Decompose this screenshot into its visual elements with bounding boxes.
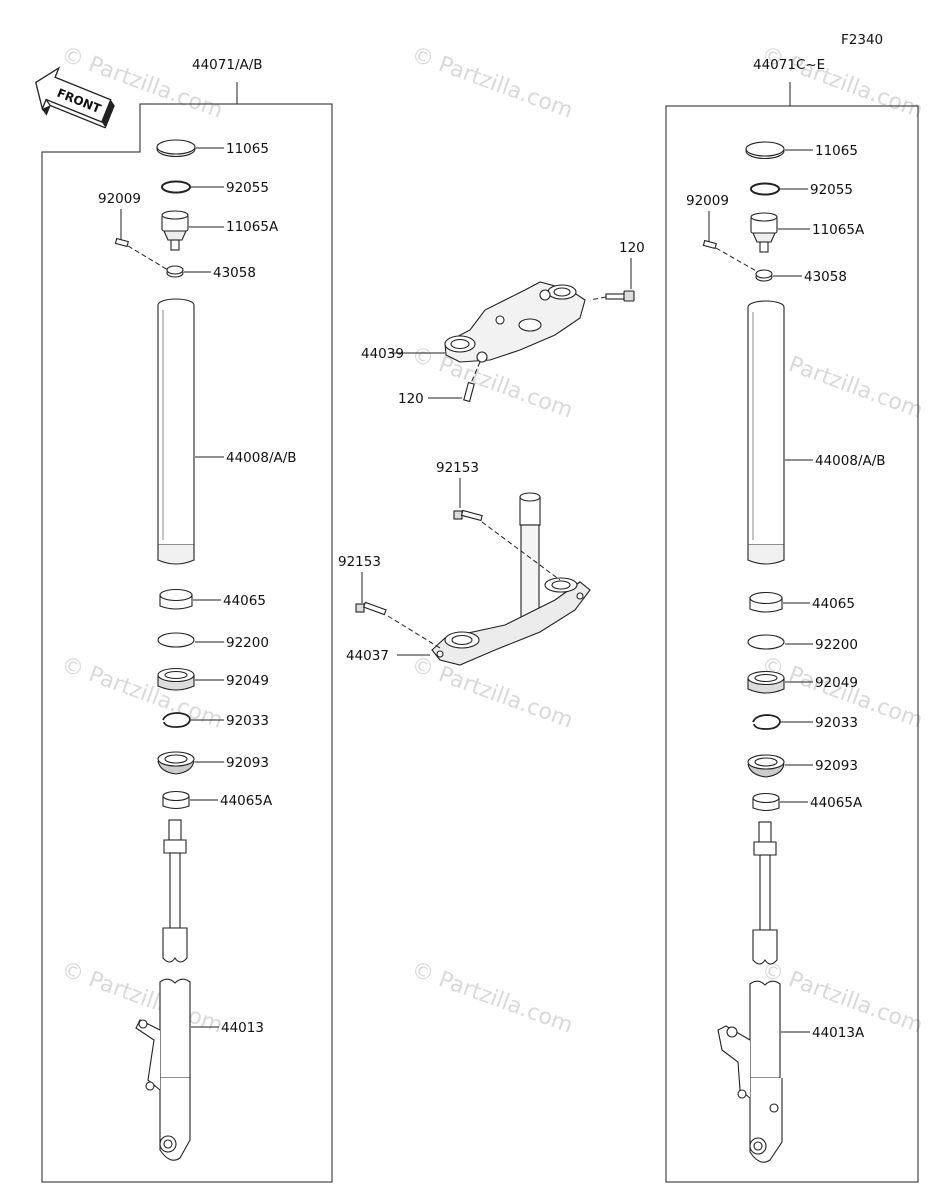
right-label-inner-tube: 44013A bbox=[812, 1025, 865, 1041]
right-label-bushing: 44065 bbox=[812, 596, 855, 612]
watermark: © Partzilla.com bbox=[408, 42, 576, 124]
left-label-oil-seal: 92049 bbox=[226, 673, 269, 689]
left-label-oring: 92055 bbox=[226, 180, 269, 196]
center-label-lower-bracket: 44037 bbox=[346, 648, 389, 664]
center-brackets: 44039 120 120 44037 92153 92153 bbox=[338, 240, 645, 666]
right-label-dust-seal: 92093 bbox=[815, 758, 858, 774]
right-assembly-title: 44071C~E bbox=[753, 57, 825, 73]
watermark: © Partzilla.com bbox=[408, 957, 576, 1039]
center-label-lower-bolt-top: 92153 bbox=[436, 460, 479, 476]
right-label-adjuster: 11065A bbox=[812, 222, 865, 238]
right-label-outer-tube: 44008/A/B bbox=[815, 453, 886, 469]
center-label-upper-bolt-bottom: 120 bbox=[398, 391, 424, 407]
left-label-inner-tube: 44013 bbox=[221, 1020, 264, 1036]
center-label-lower-bolt-left: 92153 bbox=[338, 554, 381, 570]
right-label-spacer: 92200 bbox=[815, 637, 858, 653]
left-label-retaining-ring: 92033 bbox=[226, 713, 269, 729]
left-label-washer: 43058 bbox=[213, 265, 256, 281]
right-label-bolt: 92009 bbox=[686, 193, 729, 209]
left-label-outer-tube: 44008/A/B bbox=[226, 450, 297, 466]
watermark: © Partzilla.com bbox=[58, 652, 226, 734]
left-fork-assembly: 44071/A/B 11065 92055 92009 11065A 43058 bbox=[41, 57, 333, 1183]
left-label-guide-bushing: 44065A bbox=[220, 793, 273, 809]
figure-code: F2340 bbox=[841, 32, 883, 48]
left-label-cap: 11065 bbox=[226, 141, 269, 157]
left-label-bushing: 44065 bbox=[223, 593, 266, 609]
right-label-guide-bushing: 44065A bbox=[810, 795, 863, 811]
left-assembly-title: 44071/A/B bbox=[192, 57, 263, 73]
left-label-dust-seal: 92093 bbox=[226, 755, 269, 771]
left-label-bolt: 92009 bbox=[98, 191, 141, 207]
right-label-oil-seal: 92049 bbox=[815, 675, 858, 691]
right-label-washer: 43058 bbox=[804, 269, 847, 285]
right-label-oring: 92055 bbox=[810, 182, 853, 198]
left-label-adjuster: 11065A bbox=[226, 219, 279, 235]
center-label-upper-bracket: 44039 bbox=[361, 346, 404, 362]
right-label-retaining-ring: 92033 bbox=[815, 715, 858, 731]
left-label-spacer: 92200 bbox=[226, 635, 269, 651]
watermark: © Partzilla.com bbox=[408, 652, 576, 734]
right-label-cap: 11065 bbox=[815, 143, 858, 159]
right-fork-assembly: 44071C~E 11065 92055 92009 11065A 43058 bbox=[665, 57, 919, 1183]
center-label-upper-bolt-top: 120 bbox=[619, 240, 645, 256]
watermark: © Partzilla.com bbox=[758, 42, 926, 124]
